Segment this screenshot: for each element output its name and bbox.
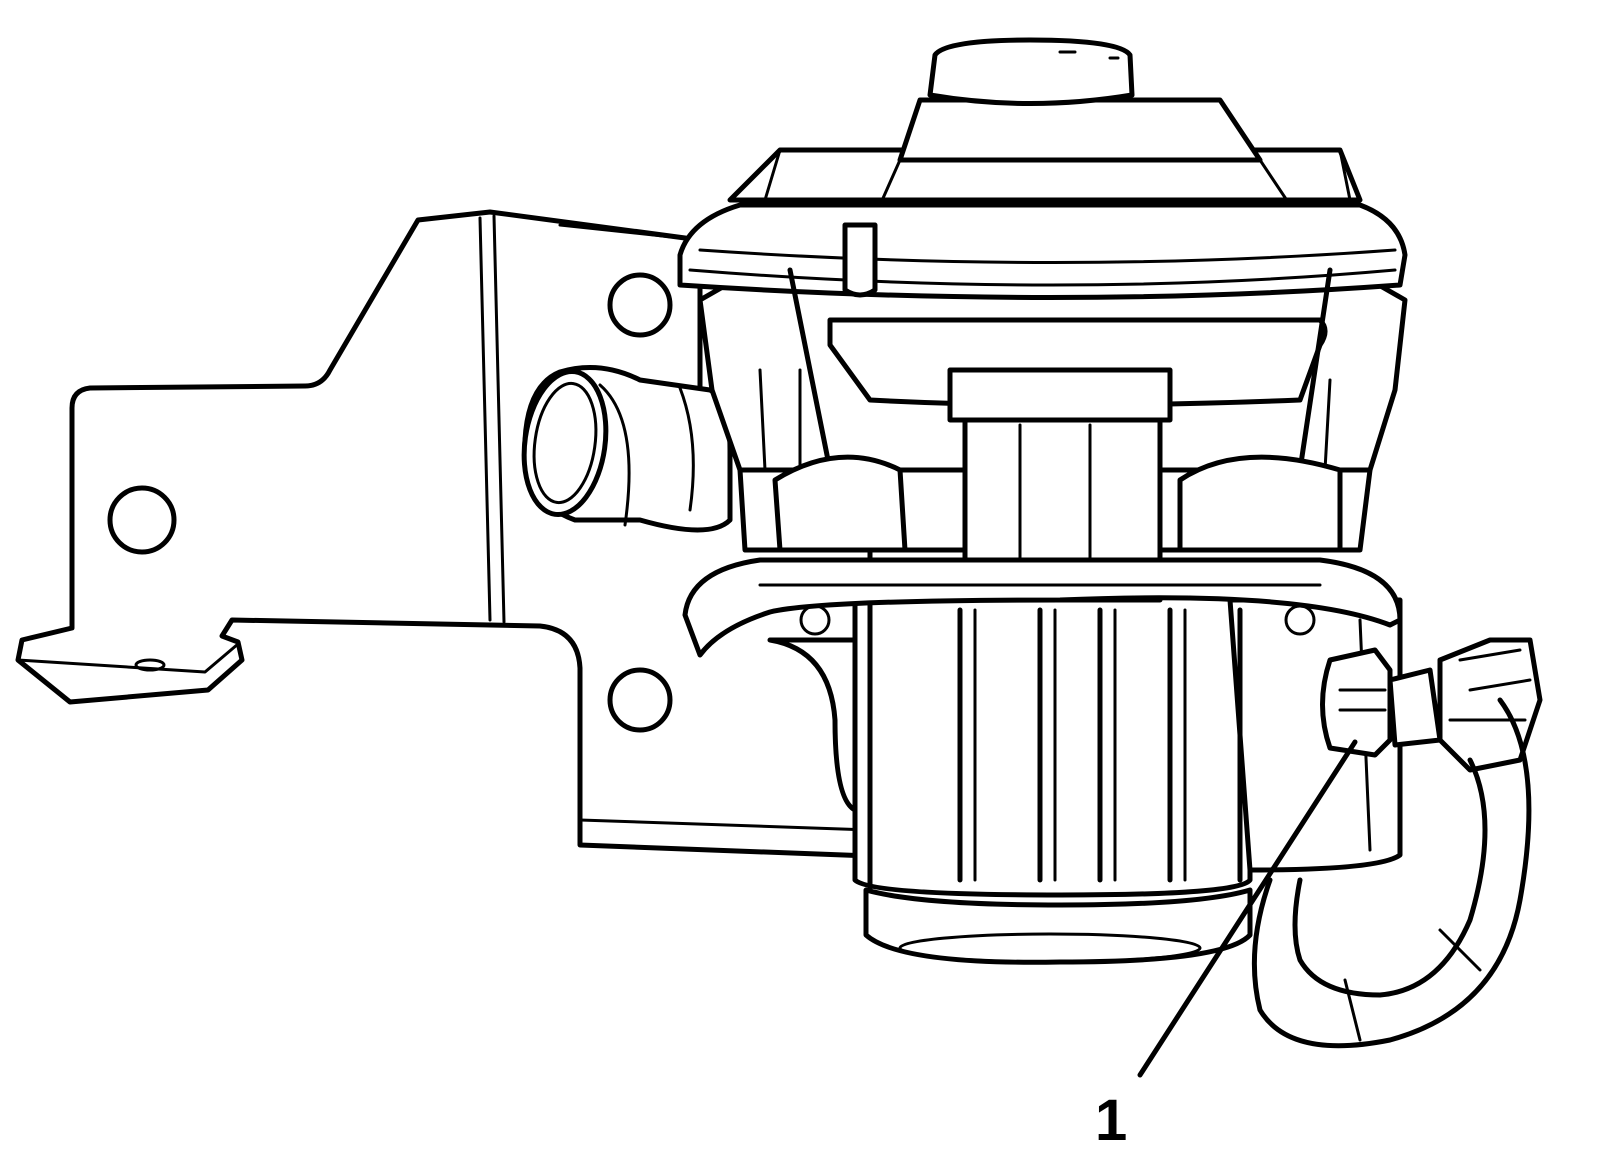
- air-pump-mounting-band: [682, 557, 1403, 658]
- air-pump-motor-housing: [767, 587, 1403, 965]
- bracket-bolt-hole-left: [107, 485, 177, 555]
- callout-1-label: 1: [1095, 1088, 1127, 1153]
- wiring-harness: [1251, 637, 1543, 1049]
- air-pump-electrical-connector: [1320, 647, 1443, 758]
- bracket-bolt-hole-upper: [607, 272, 673, 338]
- callout-1-leader-line: [1137, 739, 1358, 1078]
- bracket-bolt-hole-lower: [607, 667, 673, 733]
- air-pump-outlet-pipe: [521, 365, 733, 533]
- air-pump-upper-housing: [677, 37, 1408, 603]
- mounting-bracket: [15, 209, 873, 859]
